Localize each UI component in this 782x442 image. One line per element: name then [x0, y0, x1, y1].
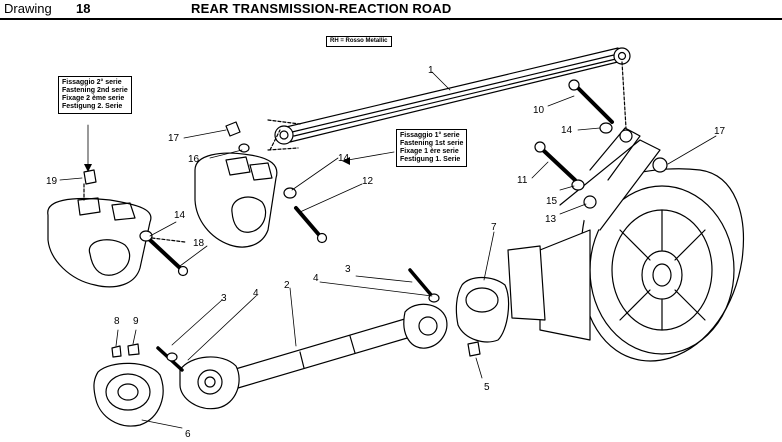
exploded-parts-diagram: 1 2 3 3 4 4 5 6 7 8 9 10 11 12 13 14 14 … [46, 47, 745, 440]
callout-12: 12 [362, 176, 374, 187]
note-left-line-fr: Fixage 2 ème serie [62, 95, 125, 102]
callout-5: 5 [484, 382, 490, 393]
callout-14c: 14 [561, 125, 573, 136]
note-right-line-en: Fastening 1st serie [400, 140, 464, 147]
washers-and-nuts [83, 121, 613, 362]
callout-15: 15 [546, 196, 558, 207]
callout-9: 9 [133, 316, 139, 327]
leader-lines [59, 71, 717, 429]
callout-16: 16 [188, 154, 200, 165]
note-left-line-it: Fissaggio 2° serie [62, 79, 122, 86]
note-arrow-right [342, 157, 350, 165]
callout-1: 1 [428, 65, 434, 76]
callout-11: 11 [517, 175, 528, 186]
note-left-line-en: Fastening 2nd serie [62, 87, 128, 94]
drawing-title: REAR TRANSMISSION-REACTION ROAD [191, 1, 452, 16]
callout-8: 8 [114, 316, 120, 327]
note-left-line-de: Festigung 2. Serie [62, 103, 123, 110]
color-note: RH = Rosso Metallic [326, 36, 392, 47]
callout-13: 13 [545, 214, 557, 225]
callout-4a: 4 [313, 273, 319, 284]
callout-17a: 17 [168, 133, 180, 144]
left-bracket-2nd-series [47, 183, 186, 288]
color-note-text: RH = Rosso Metallic [330, 38, 388, 44]
callout-3a: 3 [345, 264, 351, 275]
cover-part-7 [455, 276, 510, 343]
note-right-line-de: Festigung 1. Serie [400, 156, 461, 163]
callout-3b: 3 [221, 293, 227, 304]
fastening-note-1st-series: Fissaggio 1° serie Fastening 1st serie F… [396, 129, 468, 167]
middle-bracket-1st-series [194, 129, 281, 248]
fastening-note-2nd-series: Fissaggio 2° serie Fastening 2nd serie F… [58, 76, 132, 114]
note-right-line-it: Fissaggio 1° serie [400, 132, 460, 139]
callout-numbers: 1 2 3 3 4 4 5 6 7 8 9 10 11 12 13 14 14 … [46, 65, 726, 440]
bolts [148, 79, 614, 372]
callout-19: 19 [46, 176, 58, 187]
callout-10: 10 [533, 105, 545, 116]
callout-18: 18 [193, 238, 205, 249]
callout-2: 2 [284, 280, 290, 291]
drawing-label: Drawing [4, 1, 52, 16]
note-arrow-left [84, 164, 92, 172]
callout-17b: 17 [714, 126, 726, 137]
callout-7: 7 [491, 222, 497, 233]
callout-14a: 14 [338, 153, 350, 164]
callout-6: 6 [185, 429, 191, 440]
rear-housing [507, 61, 745, 362]
drawing-header: Drawing 18 REAR TRANSMISSION-REACTION RO… [0, 0, 782, 20]
note-right-line-fr: Fixage 1 ère serie [400, 148, 459, 155]
callout-4b: 4 [253, 288, 259, 299]
reaction-rod-part-1 [267, 47, 631, 151]
drawing-number: 18 [76, 1, 91, 16]
propeller-shaft-part-2 [179, 303, 448, 410]
header-rule [0, 18, 782, 20]
callout-14b: 14 [174, 210, 186, 221]
flange-part-6 [93, 362, 164, 427]
